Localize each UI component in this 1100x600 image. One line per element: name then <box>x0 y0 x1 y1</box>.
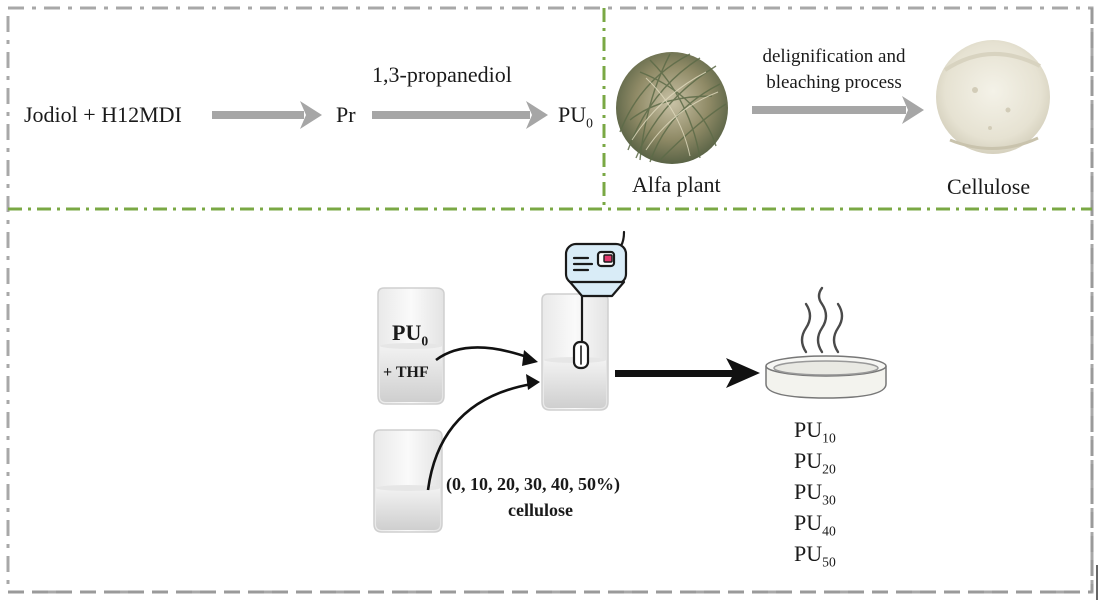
petri-dish <box>765 355 887 399</box>
alfa-plant-label: Alfa plant <box>632 172 721 197</box>
product-item: PU30 <box>794 479 836 508</box>
beaker-cellulose <box>373 429 443 533</box>
grey-arrow-3 <box>752 96 924 124</box>
product-item: PU10 <box>794 417 836 446</box>
curved-arrow-from-pu0 <box>435 346 531 362</box>
thick-black-arrow <box>615 358 760 388</box>
grey-arrow-2 <box>372 101 548 129</box>
beaker1-thf-label: + THF <box>383 364 429 381</box>
extender-label: 1,3-propanediol <box>372 62 512 87</box>
product-item: PU20 <box>794 448 836 477</box>
curved-arrow-from-cellulose-head <box>526 374 540 390</box>
steam-icon <box>800 286 844 354</box>
reactants-label: Jodiol + H12MDI <box>24 102 182 127</box>
cellulose-image <box>936 40 1050 154</box>
cellulose-label: Cellulose <box>947 174 1031 199</box>
product-pu0-label: PU0 <box>558 102 593 131</box>
alfa-plant-image <box>616 52 728 164</box>
product-item: PU50 <box>794 541 836 570</box>
beaker1-pu0-label: PU0 <box>392 320 429 349</box>
curved-arrow-from-pu0-head <box>522 350 538 366</box>
product-list: PU10 PU20 PU30 PU40 PU50 <box>794 414 836 569</box>
process-step-label: delignification and bleaching process <box>744 44 924 96</box>
prepolymer-label: Pr <box>336 102 356 127</box>
product-item: PU40 <box>794 510 836 539</box>
hand-mixer <box>564 230 628 370</box>
curved-arrow-from-cellulose <box>426 382 533 491</box>
grey-arrow-1 <box>212 101 322 129</box>
process-step-line2: bleaching process <box>766 72 902 93</box>
filler-material-label: cellulose <box>508 500 573 520</box>
process-step-line1: delignification and <box>762 46 906 67</box>
beaker-pu0-thf <box>377 287 445 405</box>
filler-range-label: (0, 10, 20, 30, 40, 50%) <box>446 474 620 494</box>
